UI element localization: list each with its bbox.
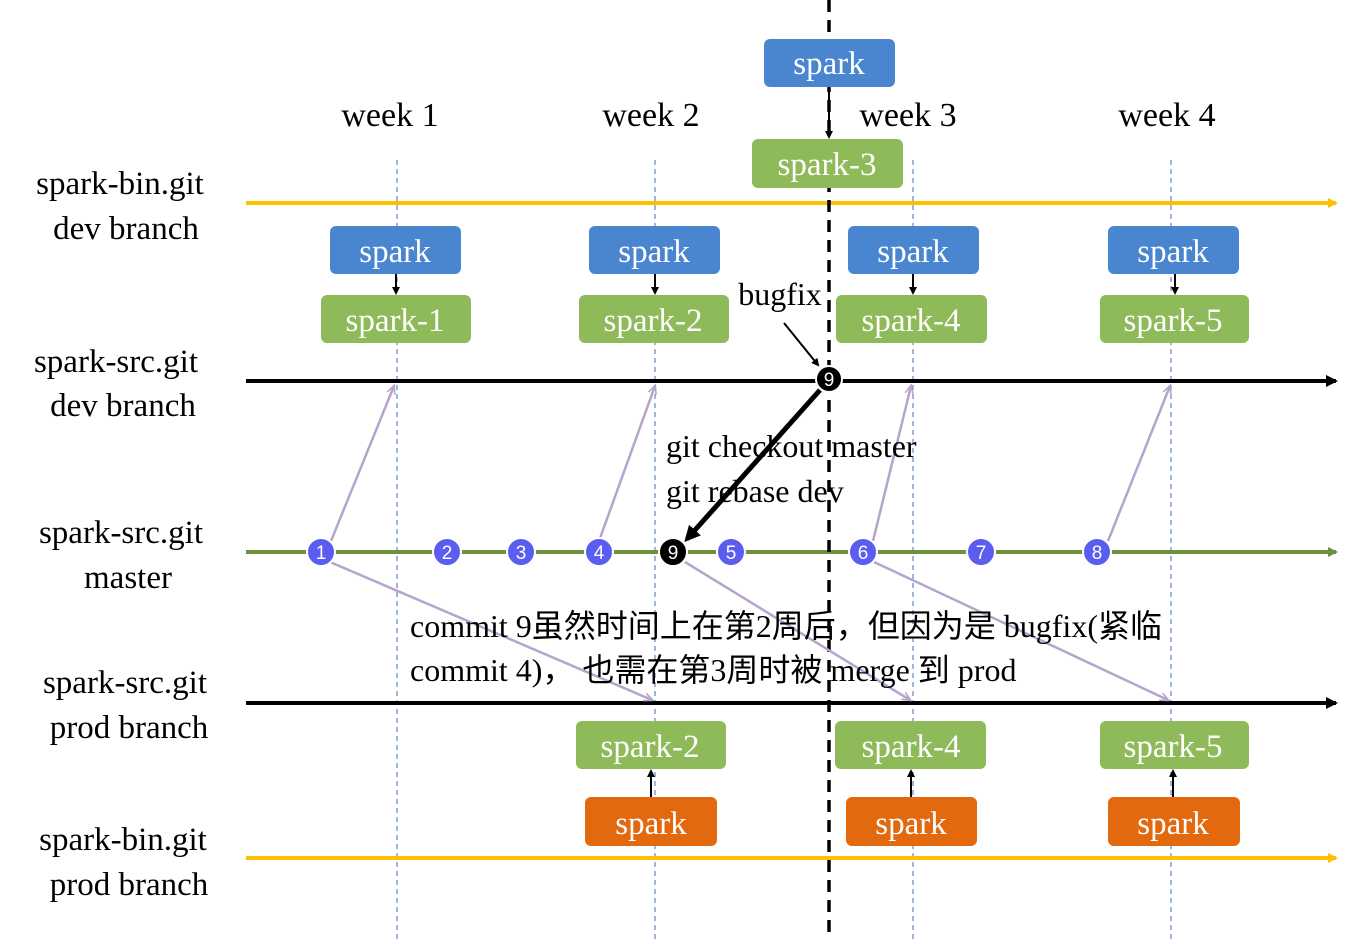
git-command-checkout: git checkout master [666,428,917,464]
svg-text:spark-bin.git: spark-bin.git [39,822,207,858]
bugfix-pointer [783,322,820,367]
top-build-label: spark [793,46,865,82]
svg-text:prod branch: prod branch [50,867,209,903]
svg-text:spark-2: spark-2 [604,303,703,339]
svg-text:spark-bin.git: spark-bin.git [36,166,204,202]
svg-text:dev branch: dev branch [53,211,199,247]
git-command-rebase: git rebase dev [666,473,844,509]
note-line-1: commit 9虽然时间上在第2周后，但因为是 bugfix(紧临 [410,608,1162,644]
master-commit-5: 5 [716,537,746,567]
svg-text:spark-src.git: spark-src.git [43,665,207,701]
dev-release-2: spark spark-2 [579,226,729,343]
svg-text:spark: spark [359,234,431,270]
merge-arrow-8-to-dev [1106,386,1170,542]
merge-arrow-1-to-prod [329,560,652,700]
master-commit-9: 9 [658,537,688,567]
lane-label-bin-dev: spark-bin.git dev branch [36,166,204,247]
svg-text:spark-5: spark-5 [1124,729,1223,765]
prod-release-1: spark-2 spark [576,721,726,846]
dev-release-3: spark spark-4 [836,226,987,343]
svg-text:spark-5: spark-5 [1124,303,1223,339]
week-1-label: week 1 [341,97,438,134]
week-3-label: week 3 [859,97,956,134]
note-line-2: commit 4)， 也需在第3周时被 merge 到 prod [410,652,1016,688]
lane-label-src-prod: spark-src.git prod branch [43,665,209,746]
svg-text:spark-1: spark-1 [346,303,445,339]
week-2-label: week 2 [602,97,699,134]
svg-text:7: 7 [976,543,987,564]
merge-arrow-6-to-dev [871,386,911,542]
master-commit-6: 6 [848,537,878,567]
master-commit-8: 8 [1082,537,1112,567]
prod-release-3: spark-5 spark [1100,721,1249,846]
svg-text:spark: spark [615,806,687,842]
svg-text:spark-4: spark-4 [862,303,961,339]
merge-arrow-6-to-prod [873,560,1168,700]
svg-text:6: 6 [858,543,869,564]
rebase-arrow [684,388,822,542]
svg-text:9: 9 [668,543,679,564]
master-commit-3: 3 [506,537,536,567]
merge-arrow-9-to-prod [684,560,910,700]
svg-text:2: 2 [442,543,453,564]
svg-text:spark: spark [618,234,690,270]
svg-text:spark: spark [875,806,947,842]
svg-text:prod branch: prod branch [50,710,209,746]
master-commit-1: 1 [306,537,336,567]
svg-text:spark: spark [877,234,949,270]
top-release-box [752,139,903,188]
dev-commit-node: 9 [815,365,843,393]
dev-release-4: spark spark-5 [1100,226,1249,343]
svg-text:9: 9 [824,370,835,391]
svg-text:4: 4 [594,543,605,564]
svg-text:1: 1 [316,543,327,564]
lane-label-src-dev: spark-src.git dev branch [34,344,198,424]
svg-text:spark-2: spark-2 [601,729,700,765]
week-4-label: week 4 [1118,97,1215,134]
svg-text:spark: spark [1137,234,1209,270]
top-build-box [764,39,895,87]
merge-arrow-4-to-dev [597,386,655,542]
lane-label-bin-prod: spark-bin.git prod branch [39,822,209,903]
svg-text:5: 5 [726,543,737,564]
svg-text:spark-4: spark-4 [862,729,961,765]
dev-release-1: spark spark-1 [321,226,471,343]
top-release-label: spark-3 [778,147,877,183]
svg-text:master: master [84,560,172,596]
lane-label-src-master: spark-src.git master [39,515,203,596]
svg-text:dev branch: dev branch [50,388,196,424]
svg-text:spark-src.git: spark-src.git [39,515,203,551]
svg-text:spark-src.git: spark-src.git [34,344,198,380]
merge-arrow-1-to-dev [329,386,394,542]
svg-text:spark: spark [1137,806,1209,842]
bugfix-label: bugfix [738,276,822,312]
master-commit-7: 7 [966,537,996,567]
master-commit-4: 4 [584,537,614,567]
svg-text:3: 3 [516,543,527,564]
svg-text:8: 8 [1092,543,1103,564]
master-commit-2: 2 [432,537,462,567]
prod-release-2: spark-4 spark [835,721,986,846]
